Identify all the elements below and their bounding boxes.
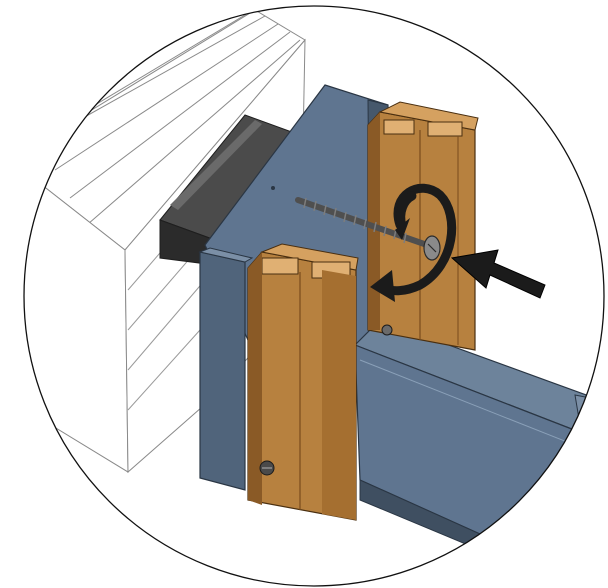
- shim-block: [159, 114, 301, 266]
- push-arrow-icon: [450, 249, 546, 299]
- wood-profile-back: [367, 101, 479, 351]
- steel-flange-edge: [198, 247, 254, 263]
- rotation-arrow-icon: [370, 183, 457, 302]
- wood-profile-front: [247, 243, 359, 521]
- circular-frame: [23, 5, 605, 587]
- screw-icon: [295, 197, 441, 261]
- clipped-content: [24, 9, 601, 586]
- screw-head-icon: [259, 186, 393, 476]
- steel-front-flange: [199, 251, 246, 491]
- steel-bottom-channel: [353, 319, 601, 586]
